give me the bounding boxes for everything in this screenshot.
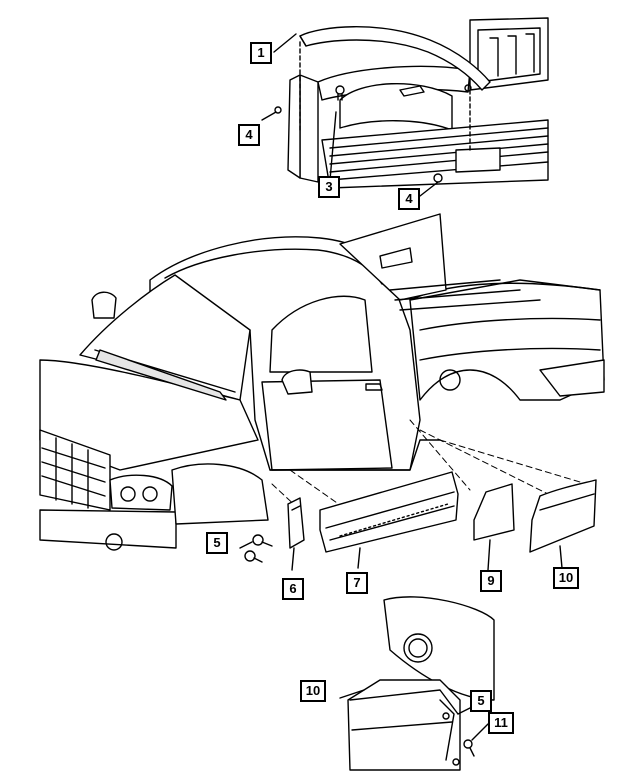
callout-11: 11 [488, 712, 514, 734]
part-9-cab-moulding [473, 483, 515, 541]
part-5-fasteners [244, 534, 273, 563]
callout-6: 6 [282, 578, 304, 600]
rear-flare-inset-drawing [339, 596, 495, 771]
callout-4: 4 [238, 124, 260, 146]
callout-1: 1 [250, 42, 272, 64]
callout-5b: 5 [470, 690, 492, 712]
callout-3: 3 [318, 176, 340, 198]
callout-4b: 4 [398, 188, 420, 210]
part-7-door-moulding [319, 471, 459, 553]
part-6-front-flare [287, 497, 305, 549]
callout-10b: 10 [300, 680, 326, 702]
callout-7: 7 [346, 572, 368, 594]
bed-inset-drawing [261, 17, 549, 197]
callout-10: 10 [553, 567, 579, 589]
callout-9: 9 [480, 570, 502, 592]
part-10-rear-flare [529, 479, 597, 553]
callout-5: 5 [206, 532, 228, 554]
truck-main-drawing [39, 213, 605, 551]
